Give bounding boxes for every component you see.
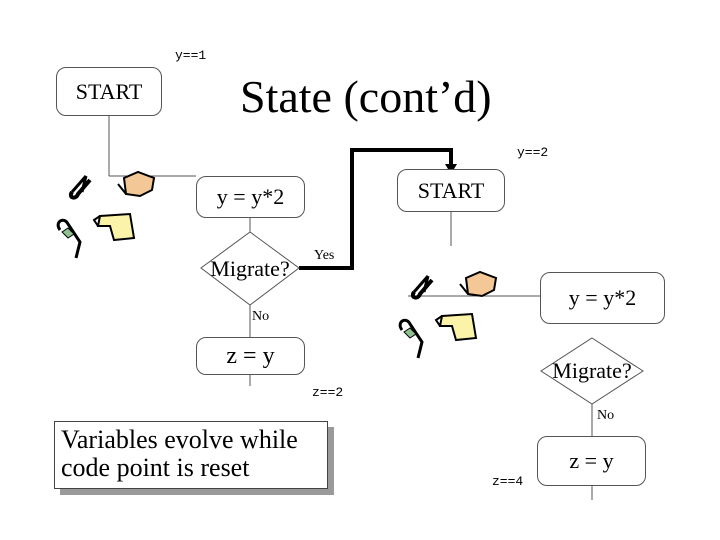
scissors-icon: [68, 175, 92, 200]
note-box: Variables evolve while code point is res…: [54, 421, 328, 489]
note-line-1: Variables evolve while: [61, 425, 298, 454]
no-label: No: [252, 309, 270, 324]
assign2-label-right: z = y: [569, 448, 614, 473]
assign-box: y = y*2: [196, 176, 305, 218]
start-label-right: START: [417, 177, 485, 203]
assign-label-right: y = y*2: [568, 285, 637, 310]
scroll-icon: [92, 212, 136, 242]
paper-icon: [117, 170, 156, 198]
condition-label-right: y==2: [517, 145, 549, 160]
hand-icons-right: [398, 270, 498, 359]
assign2-label: z = y: [226, 342, 275, 369]
assign2-box: z = y: [196, 337, 305, 375]
start-label: START: [75, 78, 143, 104]
no-label-right: No: [597, 408, 615, 423]
start-box: START: [56, 67, 162, 116]
migration-arrow: [299, 148, 453, 270]
scissors-icon: [410, 275, 434, 300]
yes-label: Yes: [314, 248, 335, 263]
start-box-right: START: [397, 169, 505, 212]
page-title: State (cont’d): [240, 71, 492, 122]
note-line-2: code point is reset: [61, 453, 250, 482]
paper-icon: [459, 270, 498, 298]
decision-label-right: Migrate?: [552, 358, 632, 383]
decision-diamond-right: [540, 337, 644, 405]
pencil-icon: [56, 218, 82, 259]
pencil-icon: [398, 318, 424, 359]
condition-label: y==1: [175, 48, 207, 63]
assign-box-right: y = y*2: [540, 272, 665, 324]
decision-diamond-left: [200, 231, 300, 306]
scroll-icon: [434, 312, 478, 342]
assign2-box-right: z = y: [537, 436, 646, 486]
condition-label-bottom-right: z==4: [492, 474, 524, 489]
assign-label: y = y*2: [216, 184, 285, 209]
decision-label: Migrate?: [210, 256, 290, 281]
hand-icons-left: [56, 170, 156, 259]
condition-label-bottom: z==2: [312, 385, 344, 400]
